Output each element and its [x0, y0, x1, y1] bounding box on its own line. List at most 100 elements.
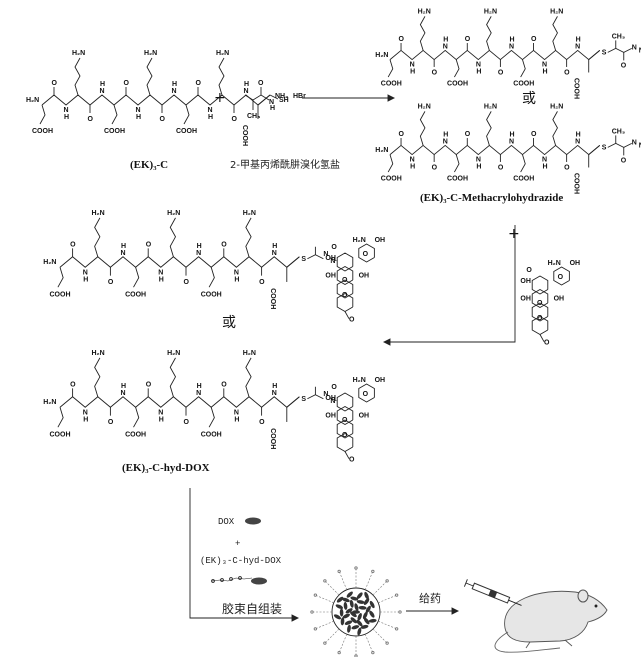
drug-core-particle — [342, 597, 350, 603]
atom-label: N — [443, 138, 448, 145]
atom-label: N — [509, 138, 514, 145]
drug-core-particle — [333, 614, 342, 620]
or-sign-1: 或 — [522, 91, 536, 107]
atom-label: O — [88, 116, 94, 123]
peptide-corona-chain — [372, 580, 388, 596]
atom-label: COOH — [513, 80, 534, 87]
micelle-icon — [310, 566, 402, 657]
bond — [607, 47, 632, 53]
reaction-arrow-2 — [390, 225, 516, 343]
atom-label: COOH — [573, 173, 580, 194]
atom-label: O — [537, 315, 543, 322]
atom-label: COOH — [381, 175, 402, 182]
atom-label: O — [342, 417, 348, 424]
peptide-corona-chain — [324, 628, 340, 644]
atom-label: O — [531, 36, 537, 43]
atom-label: N — [234, 409, 239, 416]
atom-label: COOH — [513, 175, 534, 182]
drug-core-particle — [344, 620, 353, 625]
atom-label: OH — [325, 413, 336, 420]
atom-label: HBr — [293, 93, 306, 100]
arrowhead-icon — [387, 94, 396, 102]
ring — [336, 252, 354, 272]
bond — [133, 267, 140, 288]
reactant-1-structure: H₂NCOOHONHH₂NONHCOOHONHH₂NONHCOOHONHH₂NO… — [26, 50, 289, 146]
atom-label: N — [158, 409, 163, 416]
atom-label: H — [443, 36, 448, 43]
conjugate-chain-icon — [211, 576, 267, 585]
atom-label: COOH — [50, 292, 71, 299]
atom-label: H — [272, 243, 277, 250]
atom-label: O — [259, 279, 265, 286]
atom-label: O — [465, 131, 471, 138]
drug-core-particle — [339, 608, 344, 617]
atom-label: N — [172, 88, 177, 95]
chain-end — [323, 579, 327, 583]
atom-label: H₂N — [243, 210, 256, 217]
atom-label: N — [158, 269, 163, 276]
syringe-icon — [463, 579, 522, 606]
ring — [531, 288, 549, 309]
atom-label: H — [121, 243, 126, 250]
drug-core-particle — [346, 591, 353, 598]
atom-label: COOH — [201, 432, 222, 439]
atom-label: OH — [375, 377, 386, 384]
bond — [329, 397, 337, 402]
bond — [520, 154, 526, 173]
drug-core-particle — [369, 600, 375, 609]
atom-label: O — [399, 36, 405, 43]
atom-label: COOH — [201, 292, 222, 299]
atom-label: SH — [279, 97, 289, 104]
atom-label: O — [465, 36, 471, 43]
bond — [454, 154, 460, 173]
drug-core-particle — [342, 613, 350, 619]
atom-label: O — [160, 116, 166, 123]
atom-label: O — [621, 62, 627, 69]
atom-label: N — [410, 157, 415, 164]
bond — [59, 396, 300, 408]
bond — [607, 142, 632, 148]
atom-label: N — [330, 258, 335, 265]
atom-label: H — [197, 383, 202, 390]
atom-label: O — [621, 157, 627, 164]
chain-end — [354, 566, 358, 570]
atom-label: H₂N — [92, 210, 105, 217]
atom-label: H — [410, 69, 415, 76]
atom-label: OH — [359, 273, 370, 280]
atom-label: H — [543, 69, 548, 76]
atom-label: N — [196, 250, 201, 257]
atom-label: H₂N — [353, 237, 366, 244]
atom-label: H — [576, 36, 581, 43]
drug-core-particle — [343, 601, 348, 610]
bond — [208, 267, 215, 288]
atom-label: H — [64, 114, 69, 121]
atom-label: N — [323, 391, 328, 398]
atom-label: OH — [325, 273, 336, 280]
atom-label: COOH — [176, 128, 197, 135]
atom-label: H₂N — [550, 9, 563, 16]
ring — [358, 243, 375, 263]
chain-end — [371, 569, 375, 573]
atom-label: O — [564, 164, 570, 171]
atom-label: H — [272, 383, 277, 390]
atom-label: O — [526, 267, 532, 274]
peptide-corona-chain — [364, 571, 374, 590]
atom-label: O — [432, 164, 438, 171]
bond — [389, 144, 601, 156]
atom-label: H₂N — [243, 350, 256, 357]
bond — [57, 407, 64, 428]
chain-end — [354, 654, 358, 657]
bond — [59, 256, 300, 268]
atom-label: N — [476, 157, 481, 164]
atom-label: N — [100, 88, 105, 95]
arrowhead-icon — [291, 614, 300, 622]
intermediate-structure-1: H₂NCOOHONHH₂NONHCOOHONHH₂NONHCOOHONHH₂NO… — [375, 9, 641, 99]
atom-label: H₂N — [353, 377, 366, 384]
atom-label: N — [272, 390, 277, 397]
bond — [486, 16, 492, 51]
atom-label: H₂N — [167, 350, 180, 357]
atom-label: H — [543, 164, 548, 171]
bond — [74, 57, 81, 96]
